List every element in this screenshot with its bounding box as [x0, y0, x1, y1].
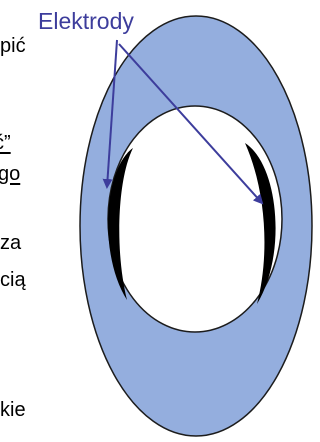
inner-hole [108, 106, 282, 332]
electrodes-callout-label: Elektrody [38, 10, 134, 33]
